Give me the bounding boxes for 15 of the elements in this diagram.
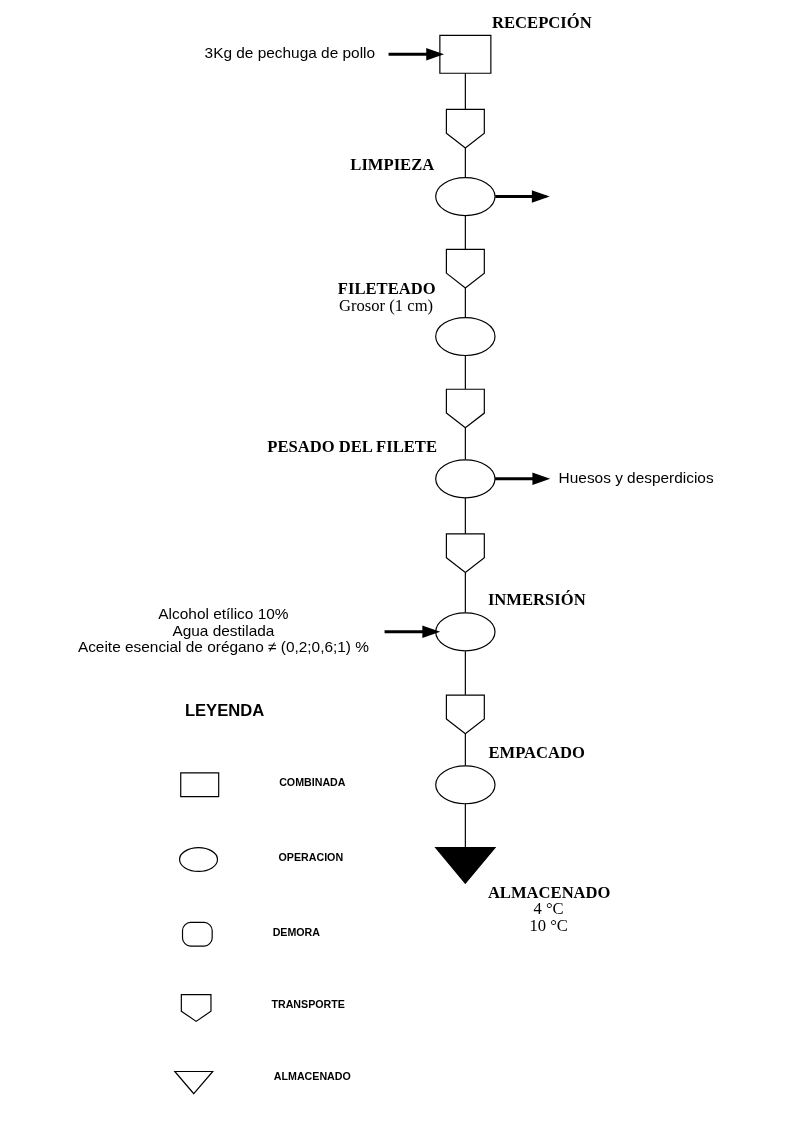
node-label: ALMACENADO (487, 882, 611, 902)
legend-label: ALMACENADO (273, 1070, 351, 1083)
node-label: EMPACADO (488, 743, 585, 763)
node-text: Alcohol etílico 10% Agua destilada Aceite esencial de orégano ≠ (0,2;0,6;1) % (77, 605, 369, 656)
node-label: RECEPCIÓN (492, 12, 592, 32)
node-text: 3Kg de pechuga de pollo (204, 44, 376, 62)
legend-label: OPERACION (278, 850, 344, 863)
node-label: INMERSIÓN (487, 590, 586, 610)
label: LEYENDA (184, 700, 265, 720)
legend-label: TRANSPORTE (271, 997, 345, 1010)
node-text: Huesos y desperdicios (558, 468, 714, 486)
node-label: LIMPIEZA (350, 155, 435, 175)
legend-label: DEMORA (272, 925, 321, 938)
node-label: PESADO DEL FILETE (267, 437, 437, 457)
legend-label: COMBINADA (279, 776, 346, 789)
